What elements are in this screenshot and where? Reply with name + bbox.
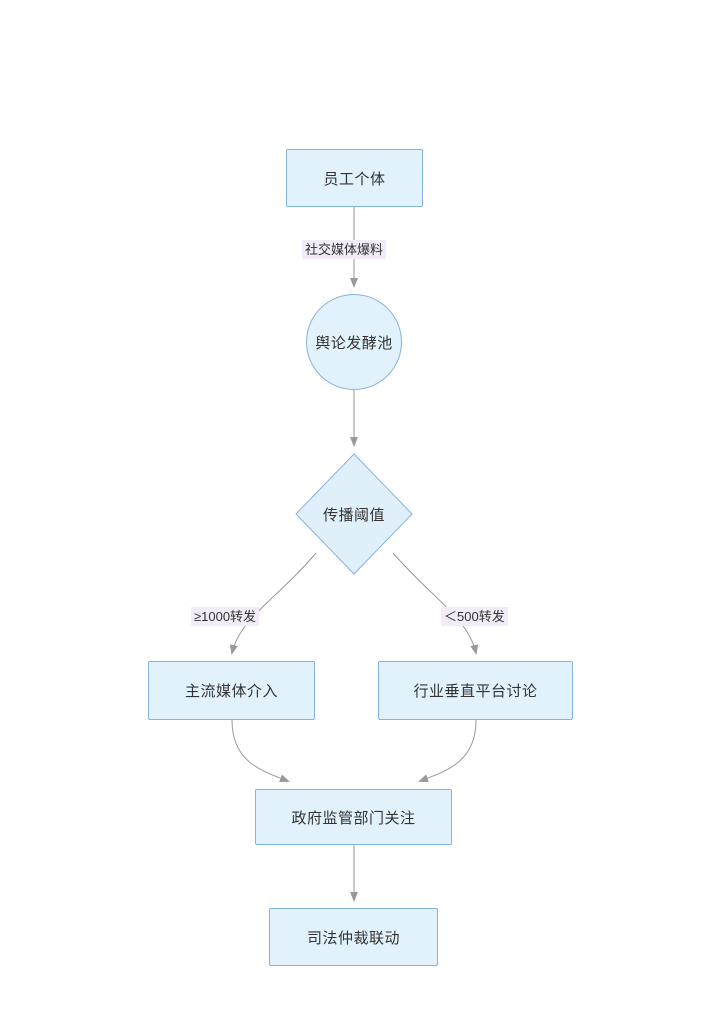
diamond-shape <box>295 453 413 575</box>
node-spread-threshold[interactable]: 传播阈值 <box>295 453 413 575</box>
edge-label-social-media-leak: 社交媒体爆料 <box>302 240 387 259</box>
node-label: 员工个体 <box>323 170 386 188</box>
node-employee-individual[interactable]: 员工个体 <box>286 149 423 207</box>
edge-n3-n4 <box>229 552 317 655</box>
node-label: 主流媒体介入 <box>184 683 278 700</box>
edge-n4-n6 <box>231 719 290 783</box>
node-label: 政府监管部门关注 <box>291 809 416 827</box>
node-mainstream-media-intervention[interactable]: 主流媒体介入 <box>148 661 315 720</box>
node-industry-vertical-platform-discussion[interactable]: 行业垂直平台讨论 <box>378 661 573 720</box>
node-label: 行业垂直平台讨论 <box>413 683 538 700</box>
node-label: 司法仲裁联动 <box>306 929 400 947</box>
edge-label-lt-500-reposts: ＜500转发 <box>441 607 508 626</box>
node-government-regulator-attention[interactable]: 政府监管部门关注 <box>255 789 452 845</box>
edge-n5-n6 <box>418 719 477 783</box>
node-opinion-fermentation-pool[interactable]: 舆论发酵池 <box>306 294 402 390</box>
node-label: 传播阈值 <box>322 506 385 524</box>
node-label: 舆论发酵池 <box>315 334 393 352</box>
node-judicial-arbitration-linkage[interactable]: 司法仲裁联动 <box>269 908 438 966</box>
edge-label-ge-1000-reposts: ≥1000转发 <box>191 607 260 626</box>
